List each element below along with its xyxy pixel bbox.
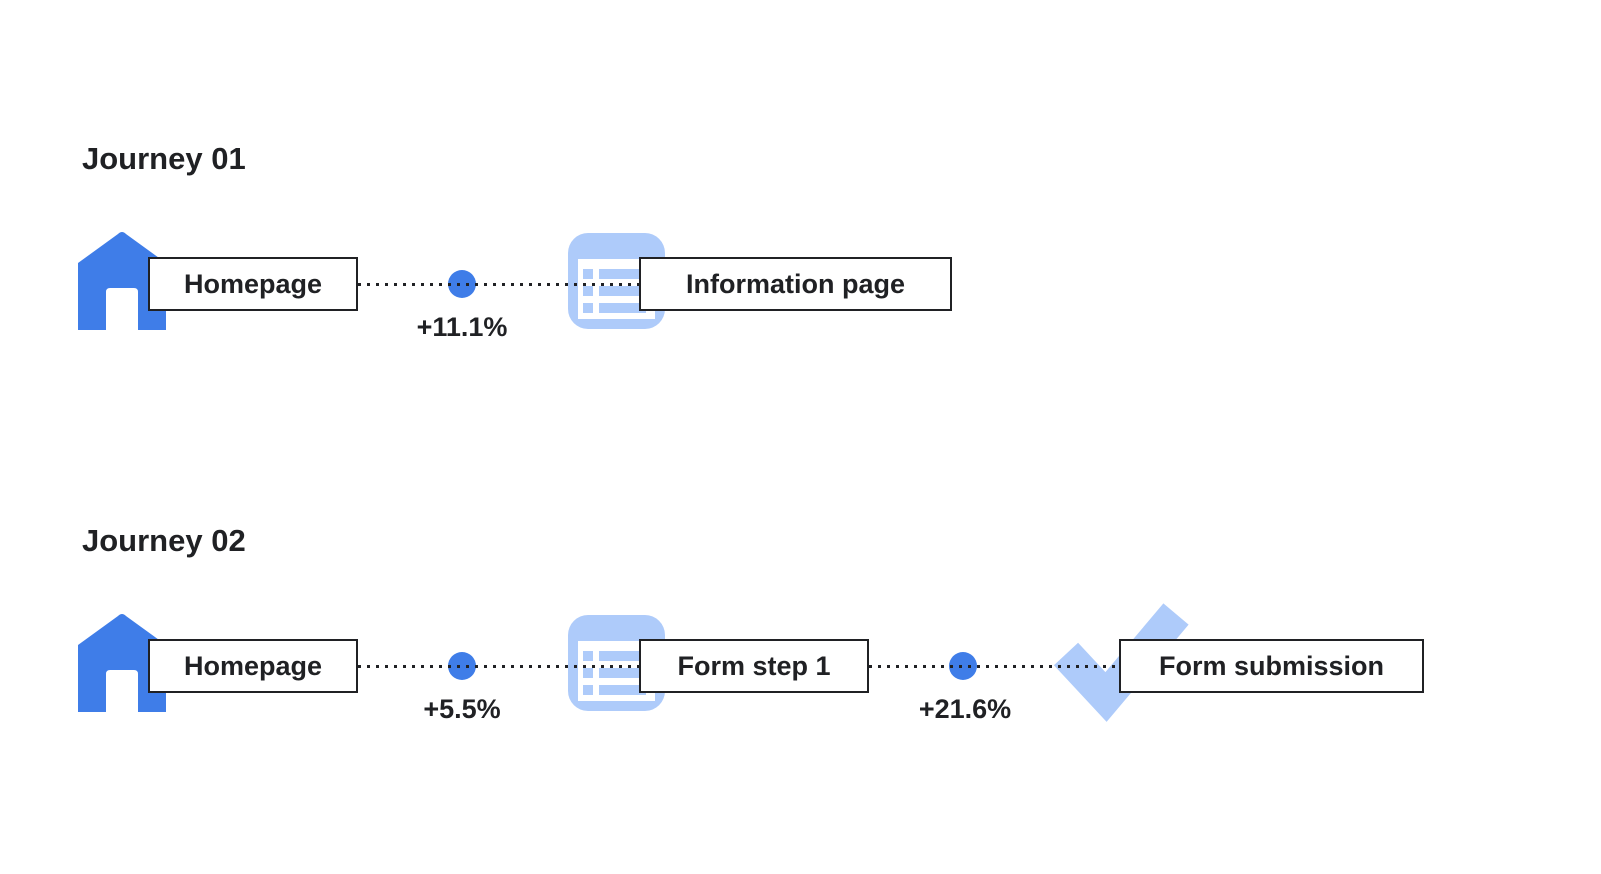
home-icon [78, 614, 166, 712]
journey-02-title: Journey 02 [82, 523, 246, 558]
step-box-information-page: Information page [639, 257, 952, 311]
step-label: Homepage [183, 650, 323, 681]
connector-dotted-line [358, 283, 639, 286]
connector-dotted-line [358, 665, 639, 668]
step-label: Form submission [1158, 650, 1385, 681]
connector-dotted-line [869, 665, 1119, 668]
journey-01-title: Journey 01 [82, 141, 246, 176]
step-label: Information page [685, 268, 905, 299]
conversion-change-label: +5.5% [423, 694, 501, 724]
step-label: Homepage [183, 268, 323, 299]
step-box-homepage: Homepage [148, 639, 358, 693]
step-box-homepage: Homepage [148, 257, 358, 311]
step-box-form-submission: Form submission [1119, 639, 1424, 693]
conversion-change-label: +21.6% [918, 694, 1012, 724]
step-box-form-step-1: Form step 1 [639, 639, 869, 693]
conversion-change-label: +11.1% [416, 312, 508, 342]
step-label: Form step 1 [677, 650, 831, 681]
home-icon [78, 232, 166, 330]
